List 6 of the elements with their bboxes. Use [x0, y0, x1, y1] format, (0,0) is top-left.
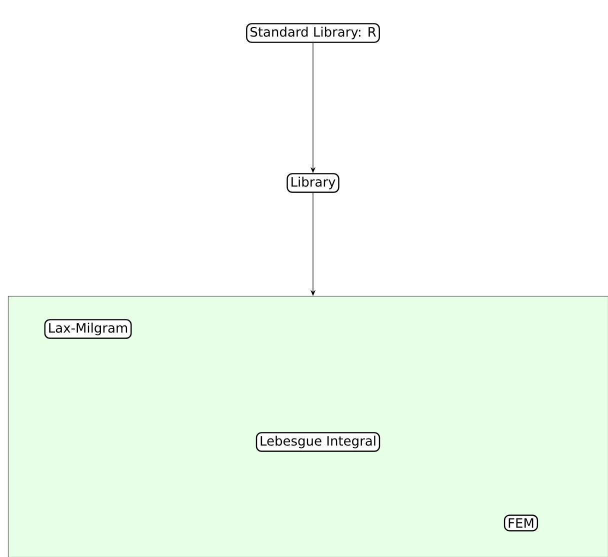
library-box: Lebesgue Integral [256, 432, 380, 452]
library-box: Lax-Milgram [44, 319, 132, 339]
group-panel [8, 296, 608, 557]
library-box: Library [286, 173, 340, 193]
library-box: Standard Library: R [246, 23, 380, 43]
library-box: FEM [504, 514, 538, 532]
